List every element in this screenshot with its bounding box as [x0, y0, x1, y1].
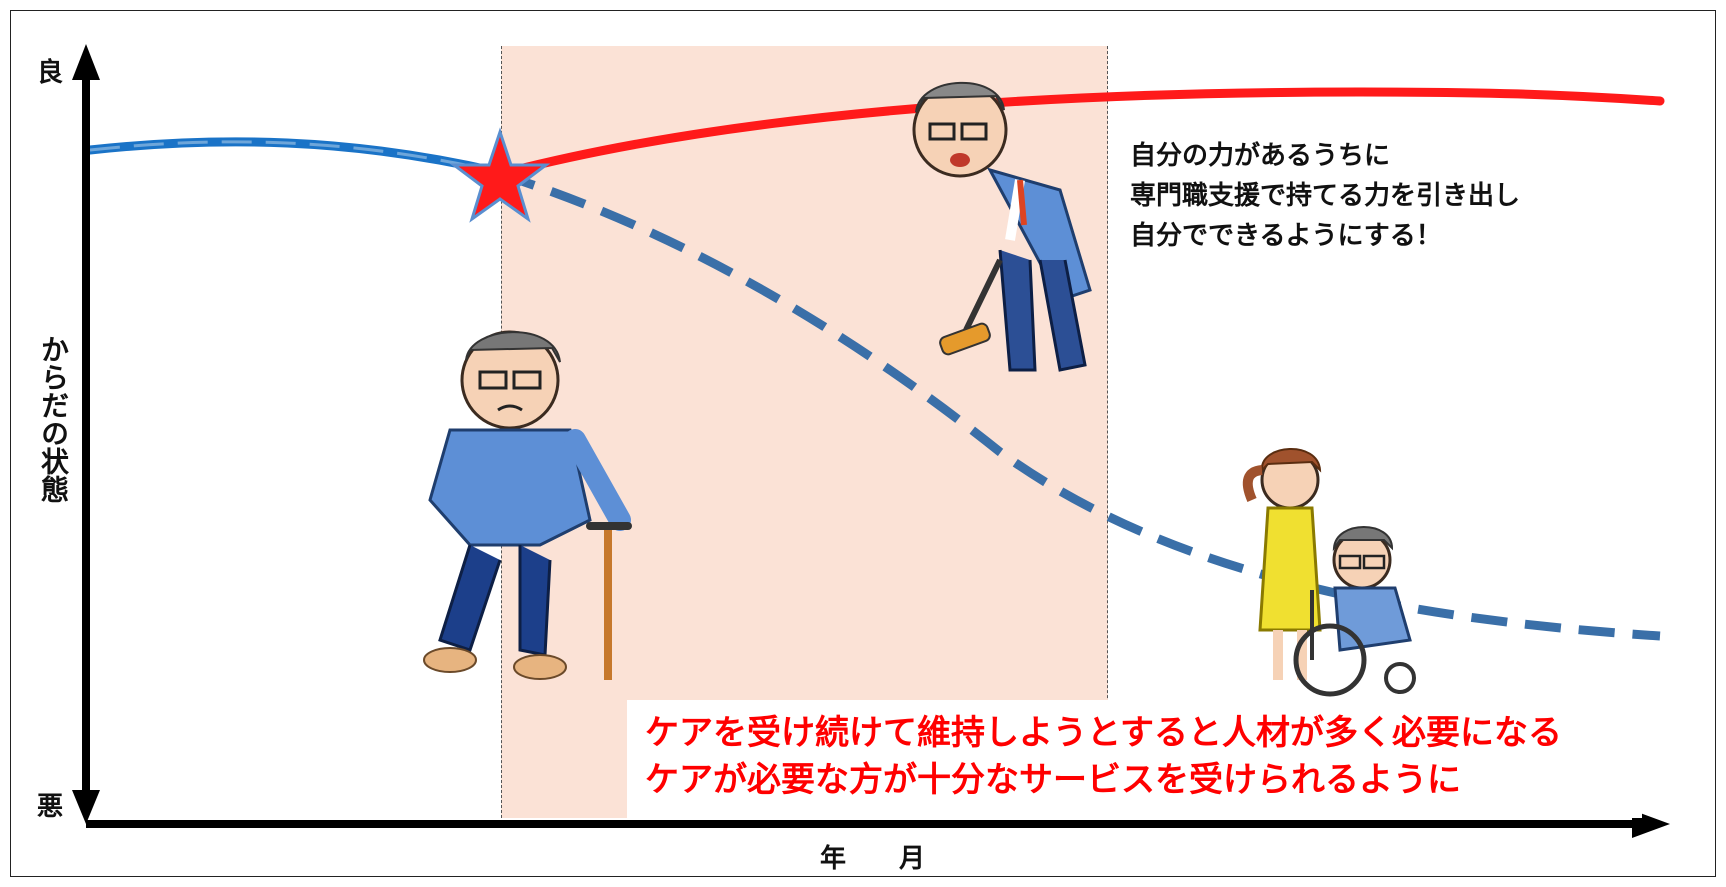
- baseline-dash-overlay: [89, 140, 499, 174]
- y-axis-up-arrow: [72, 44, 100, 80]
- improvement-note: 自分の力があるうちに 専門職支援で持てる力を引き出し 自分でできるようにする！: [1130, 136, 1520, 256]
- elderly-man-with-cane-icon: [423, 330, 632, 680]
- declining-trend-line: [498, 169, 1661, 641]
- y-axis-good-label: 良: [37, 58, 64, 88]
- caregiver-with-wheelchair-icon: [1242, 448, 1416, 697]
- baseline-solid-line: [85, 137, 503, 177]
- intervention-star-icon: [449, 127, 551, 223]
- y-axis-bad-label: 悪: [37, 792, 64, 822]
- care-callout-line-2: ケアが必要な方が十分なサービスを受けられるように: [645, 760, 1461, 800]
- elderly-man-playing-gateball-icon: [912, 81, 1092, 372]
- y-axis-title: からだの状態: [37, 335, 70, 503]
- improvement-note-line-1: 自分の力があるうちに: [1130, 141, 1391, 171]
- x-axis-title: 年 月: [820, 844, 948, 874]
- care-callout-box: ケアを受け続けて維持しようとすると人材が多く必要になる ケアが必要な方が十分なサ…: [627, 700, 1642, 818]
- improved-trend-line: [495, 87, 1665, 179]
- y-axis-down-arrow: [72, 790, 100, 824]
- improvement-note-line-3: 自分でできるようにする！: [1130, 221, 1442, 251]
- improvement-note-line-2: 専門職支援で持てる力を引き出し: [1130, 181, 1521, 211]
- care-callout-line-1: ケアを受け続けて維持しようとすると人材が多く必要になる: [645, 713, 1562, 753]
